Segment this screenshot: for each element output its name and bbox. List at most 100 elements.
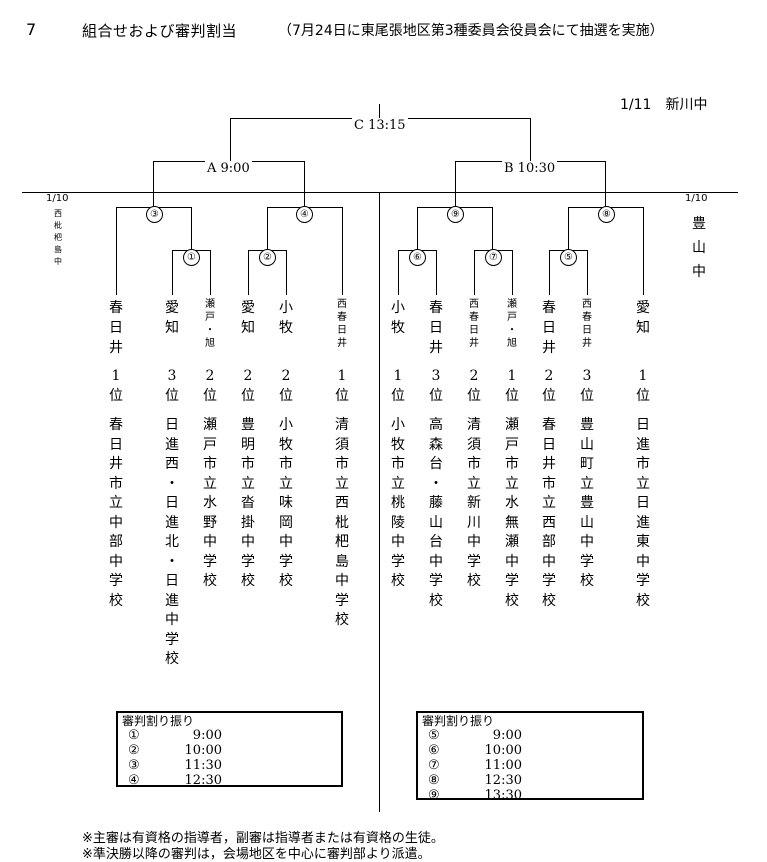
char: 学 xyxy=(636,573,650,589)
venue-char: 豊 xyxy=(692,216,706,232)
char: 位 xyxy=(505,388,519,404)
char: 市 xyxy=(335,456,349,472)
referee-title: 審判割り振り xyxy=(122,714,195,728)
char: 学 xyxy=(580,553,594,570)
char: 愛 xyxy=(241,300,255,316)
char: 市 xyxy=(542,475,556,492)
team-prefecture: 春日井 xyxy=(109,298,123,360)
referee-match: ② xyxy=(128,743,140,758)
referee-match: ③ xyxy=(128,758,140,773)
venue-char: 杷 xyxy=(54,233,62,242)
footnote-2: ※準決勝以降の審判は，会場地区を中心に審判部より派遣。 xyxy=(82,847,431,862)
right-venue-name: 豊山中 xyxy=(690,212,708,284)
char: 須 xyxy=(335,436,349,453)
char: 水 xyxy=(505,495,519,511)
char: 校 xyxy=(467,573,481,589)
char: 知 xyxy=(165,320,179,336)
char: 学 xyxy=(542,573,556,589)
team-school: 豊明市立沓掛中学校 xyxy=(241,416,255,592)
char: 中 xyxy=(241,534,255,550)
char: 日 xyxy=(165,573,179,589)
match-c-time: C 13:15 xyxy=(352,118,408,133)
char: 西 xyxy=(165,456,179,472)
char: 2 xyxy=(243,368,253,384)
char: 春 xyxy=(542,417,556,433)
char: 牧 xyxy=(279,320,293,336)
char: 学 xyxy=(279,553,293,570)
char: 2 xyxy=(469,368,479,384)
char: 戸 xyxy=(205,312,215,323)
team-school: 瀬戸市立水野中学校 xyxy=(203,416,217,592)
char: 立 xyxy=(580,475,594,492)
char: 須 xyxy=(467,436,481,453)
char: 校 xyxy=(241,573,255,589)
char: 山 xyxy=(429,514,443,531)
char: 位 xyxy=(542,388,556,404)
referee-match: ① xyxy=(128,728,140,743)
left-venue-date: 1/10 xyxy=(46,193,69,204)
char: 中 xyxy=(467,534,481,550)
char: 位 xyxy=(109,388,123,404)
char: 旭 xyxy=(507,338,517,349)
char: 春 xyxy=(582,312,592,323)
char: 小 xyxy=(279,417,293,433)
char: 西 xyxy=(337,299,347,310)
char: 学 xyxy=(467,553,481,570)
char: 北 xyxy=(165,534,179,550)
char: 位 xyxy=(467,388,481,404)
team-prefecture: 愛知 xyxy=(241,298,255,360)
char: 小 xyxy=(391,300,405,316)
referee-time: 10:00 xyxy=(184,743,222,758)
team-school: 清須市立西枇杷島中学校 xyxy=(335,416,349,631)
char: 戸 xyxy=(505,436,519,453)
team-prefecture: 西春日井 xyxy=(469,298,479,360)
char: 3 xyxy=(167,368,177,384)
char: 位 xyxy=(241,388,255,404)
char: 位 xyxy=(580,388,594,404)
team-prefecture: 愛知 xyxy=(165,298,179,360)
char: 瀬 xyxy=(505,534,519,550)
char: 日 xyxy=(165,417,179,433)
char: 日 xyxy=(636,495,650,511)
lottery-note: （7月24日に東尾張地区第3種委員会役員会にて抽選を実施） xyxy=(278,23,664,39)
char: 学 xyxy=(505,573,519,589)
char: 位 xyxy=(203,388,217,404)
char: 立 xyxy=(109,495,123,511)
char: 瀬 xyxy=(203,417,217,433)
footnote-1: ※主審は有資格の指導者，副審は指導者または有資格の生徒。 xyxy=(82,831,444,846)
char: 学 xyxy=(429,573,443,589)
char: 3 xyxy=(431,368,441,384)
char: 進 xyxy=(636,514,650,531)
team-prefecture: 西春日井 xyxy=(337,298,347,360)
match-3-marker: ③ xyxy=(146,206,163,223)
char: 小 xyxy=(391,417,405,433)
team-school: 春日井市立中部中学校 xyxy=(109,416,123,611)
char: 立 xyxy=(335,475,349,492)
char: 校 xyxy=(109,592,123,609)
team-school: 清須市立新川中学校 xyxy=(467,416,481,592)
char: 日 xyxy=(337,325,347,336)
team-school: 日進市立日進東中学校 xyxy=(636,416,650,611)
char: 日 xyxy=(636,417,650,433)
venue-char: 西 xyxy=(54,209,62,218)
char: 立 xyxy=(505,475,519,492)
char: 味 xyxy=(279,495,293,511)
referee-time: 10:00 xyxy=(484,743,522,758)
char: 日 xyxy=(582,325,592,336)
char: 位 xyxy=(279,388,293,404)
referee-match: ④ xyxy=(128,773,140,788)
char: 藤 xyxy=(429,495,443,511)
